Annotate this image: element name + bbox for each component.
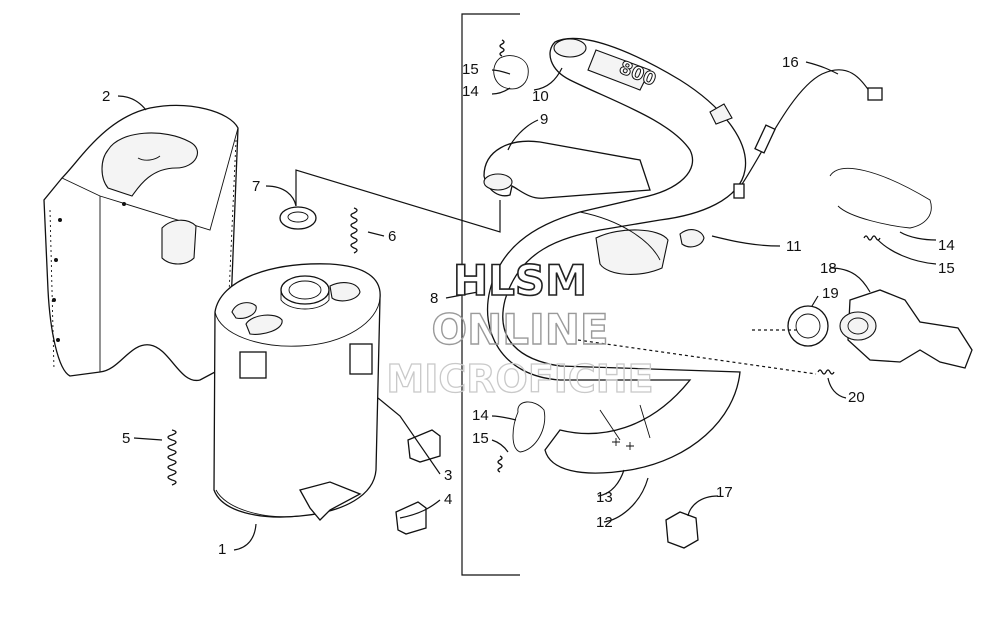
leader-lines: [117, 61, 937, 551]
callout-17: 17: [716, 484, 733, 501]
callout-12: 12: [596, 514, 613, 531]
callout-2: 2: [102, 88, 110, 105]
heat-shield-cover: [43, 104, 239, 381]
gasket-ring: [787, 305, 829, 347]
bracket-clip-lower: [395, 501, 427, 535]
spring-lower: [167, 429, 177, 486]
watermark-line1: HLSM: [453, 256, 587, 305]
spring-manifold: [817, 369, 835, 375]
callout-16: 16: [782, 54, 799, 71]
callout-10: 10: [532, 88, 549, 105]
exhaust-pipe: [486, 37, 747, 474]
callout-15-upper: 15: [462, 61, 479, 78]
clamp-band-upper: [493, 55, 529, 90]
spring-upper: [350, 207, 358, 254]
grommet: [279, 206, 317, 230]
elbow-pipe: [483, 140, 651, 199]
clamp-band-lower: [512, 401, 546, 453]
callout-9: 9: [540, 111, 548, 128]
watermark-line2: ONLINE: [431, 305, 608, 354]
callout-5: 5: [122, 430, 130, 447]
spring-clip-upper: [499, 39, 505, 57]
callouts: 1 2 3 4 5 6 7 8 9 10 11 12 13 14 14 14 1…: [102, 54, 955, 558]
callout-19: 19: [822, 285, 839, 302]
callout-20: 20: [848, 389, 865, 406]
bracket-clip-upper: [407, 429, 441, 463]
callout-18: 18: [820, 260, 837, 277]
watermark-line3: MICROFICHE: [386, 357, 653, 401]
clamp-band-right: [829, 168, 932, 229]
callout-14-lower: 14: [472, 407, 489, 424]
callout-4: 4: [444, 491, 452, 508]
callout-1: 1: [218, 541, 226, 558]
callout-8: 8: [430, 290, 438, 307]
callout-7: 7: [252, 178, 260, 195]
muffler-canister: [213, 263, 381, 521]
temperature-sensor: [733, 69, 883, 199]
exhaust-manifold: [839, 289, 973, 369]
callout-6: 6: [388, 228, 396, 245]
callout-14-right: 14: [938, 237, 955, 254]
watermark: HLSM ONLINE MICROFICHE: [386, 255, 654, 401]
callout-15-lower: 15: [472, 430, 489, 447]
spring-clip-right: [863, 235, 881, 241]
decal: [679, 229, 705, 248]
callout-13: 13: [596, 489, 613, 506]
callout-15-right: 15: [938, 260, 955, 277]
elbow-pipe-opening: [483, 173, 513, 191]
spring-clip-lower: [497, 455, 503, 473]
callout-11: 11: [786, 238, 802, 255]
rubber-mount: [665, 511, 699, 549]
callout-3: 3: [444, 467, 452, 484]
callout-14-upper: 14: [462, 83, 479, 100]
